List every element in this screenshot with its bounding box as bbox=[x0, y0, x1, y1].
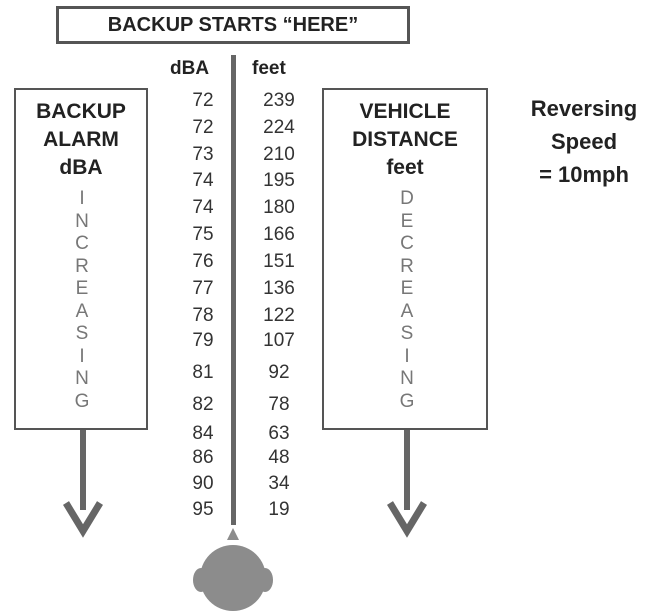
dba-column-header: dBA bbox=[170, 58, 210, 79]
dba-value: 74 bbox=[192, 197, 214, 218]
speed-note-line3: = 10mph bbox=[539, 162, 629, 187]
vertical-letter: A bbox=[400, 300, 414, 322]
center-line bbox=[231, 55, 236, 525]
vertical-letter: R bbox=[400, 255, 414, 277]
vertical-letter: S bbox=[400, 323, 414, 344]
dba-value: 82 bbox=[192, 394, 214, 415]
speed-note-line1: Reversing bbox=[530, 96, 638, 121]
dba-value: 72 bbox=[192, 117, 214, 138]
dba-value: 74 bbox=[192, 170, 214, 191]
vertical-letter: N bbox=[75, 368, 89, 389]
feet-value: 224 bbox=[263, 117, 295, 138]
vertical-letter: I bbox=[79, 188, 85, 209]
feet-value: 195 bbox=[263, 170, 295, 191]
vertical-letter: A bbox=[75, 300, 89, 322]
dba-value: 73 bbox=[192, 144, 214, 165]
feet-value: 63 bbox=[268, 423, 290, 444]
vertical-letter: I bbox=[79, 345, 85, 367]
vertical-letter: R bbox=[75, 255, 89, 277]
down-arrow-icon bbox=[387, 430, 427, 538]
feet-value: 239 bbox=[263, 90, 295, 111]
feet-value: 210 bbox=[263, 144, 295, 165]
vertical-letter: C bbox=[75, 233, 89, 254]
title-box: BACKUP STARTS “HERE” bbox=[56, 6, 410, 44]
dba-value: 76 bbox=[192, 251, 214, 272]
dba-value: 86 bbox=[192, 447, 214, 468]
left-box-line3: dBA bbox=[59, 156, 103, 179]
vertical-letter: G bbox=[74, 390, 90, 412]
down-arrow-icon bbox=[63, 430, 103, 538]
vertical-letter: E bbox=[75, 278, 89, 299]
left-box-line1: BACKUP bbox=[36, 100, 126, 123]
dba-value: 78 bbox=[192, 305, 214, 326]
vertical-letter: N bbox=[75, 210, 89, 232]
feet-value: 78 bbox=[268, 394, 290, 415]
feet-value: 180 bbox=[263, 197, 295, 218]
speed-note: Reversing Speed = 10mph bbox=[514, 92, 654, 191]
feet-value: 122 bbox=[263, 305, 295, 326]
feet-value: 48 bbox=[268, 447, 290, 468]
diagram-title: BACKUP STARTS “HERE” bbox=[107, 13, 359, 36]
dba-value: 79 bbox=[192, 330, 214, 351]
dba-value: 75 bbox=[192, 224, 214, 245]
speed-note-line2: Speed bbox=[550, 129, 618, 154]
dba-value: 84 bbox=[192, 423, 214, 444]
vertical-letter: S bbox=[75, 323, 89, 344]
feet-value: 19 bbox=[268, 499, 290, 520]
left-box-line2: ALARM bbox=[43, 128, 119, 151]
vertical-letter: D bbox=[400, 188, 414, 209]
right-box-line3: feet bbox=[386, 156, 424, 179]
vertical-letter: I bbox=[404, 345, 410, 367]
vertical-letter: E bbox=[400, 210, 414, 232]
feet-value: 151 bbox=[263, 251, 295, 272]
vertical-letter: N bbox=[400, 368, 414, 389]
dba-value: 77 bbox=[192, 278, 214, 299]
feet-value: 136 bbox=[263, 278, 295, 299]
vertical-letter: E bbox=[400, 278, 414, 299]
feet-value: 166 bbox=[263, 224, 295, 245]
dba-value: 72 bbox=[192, 90, 214, 111]
feet-value: 107 bbox=[263, 330, 295, 351]
feet-value: 34 bbox=[268, 473, 290, 494]
vertical-letter: C bbox=[400, 233, 414, 254]
head-top-view-icon bbox=[193, 528, 273, 611]
feet-value: 92 bbox=[268, 362, 290, 383]
vertical-letter: G bbox=[399, 390, 415, 412]
dba-value: 95 bbox=[192, 499, 214, 520]
feet-column-header: feet bbox=[252, 58, 286, 79]
right-box-line2: DISTANCE bbox=[352, 128, 458, 151]
dba-value: 81 bbox=[192, 362, 214, 383]
right-box-line1: VEHICLE bbox=[359, 100, 451, 123]
dba-value: 90 bbox=[192, 473, 214, 494]
